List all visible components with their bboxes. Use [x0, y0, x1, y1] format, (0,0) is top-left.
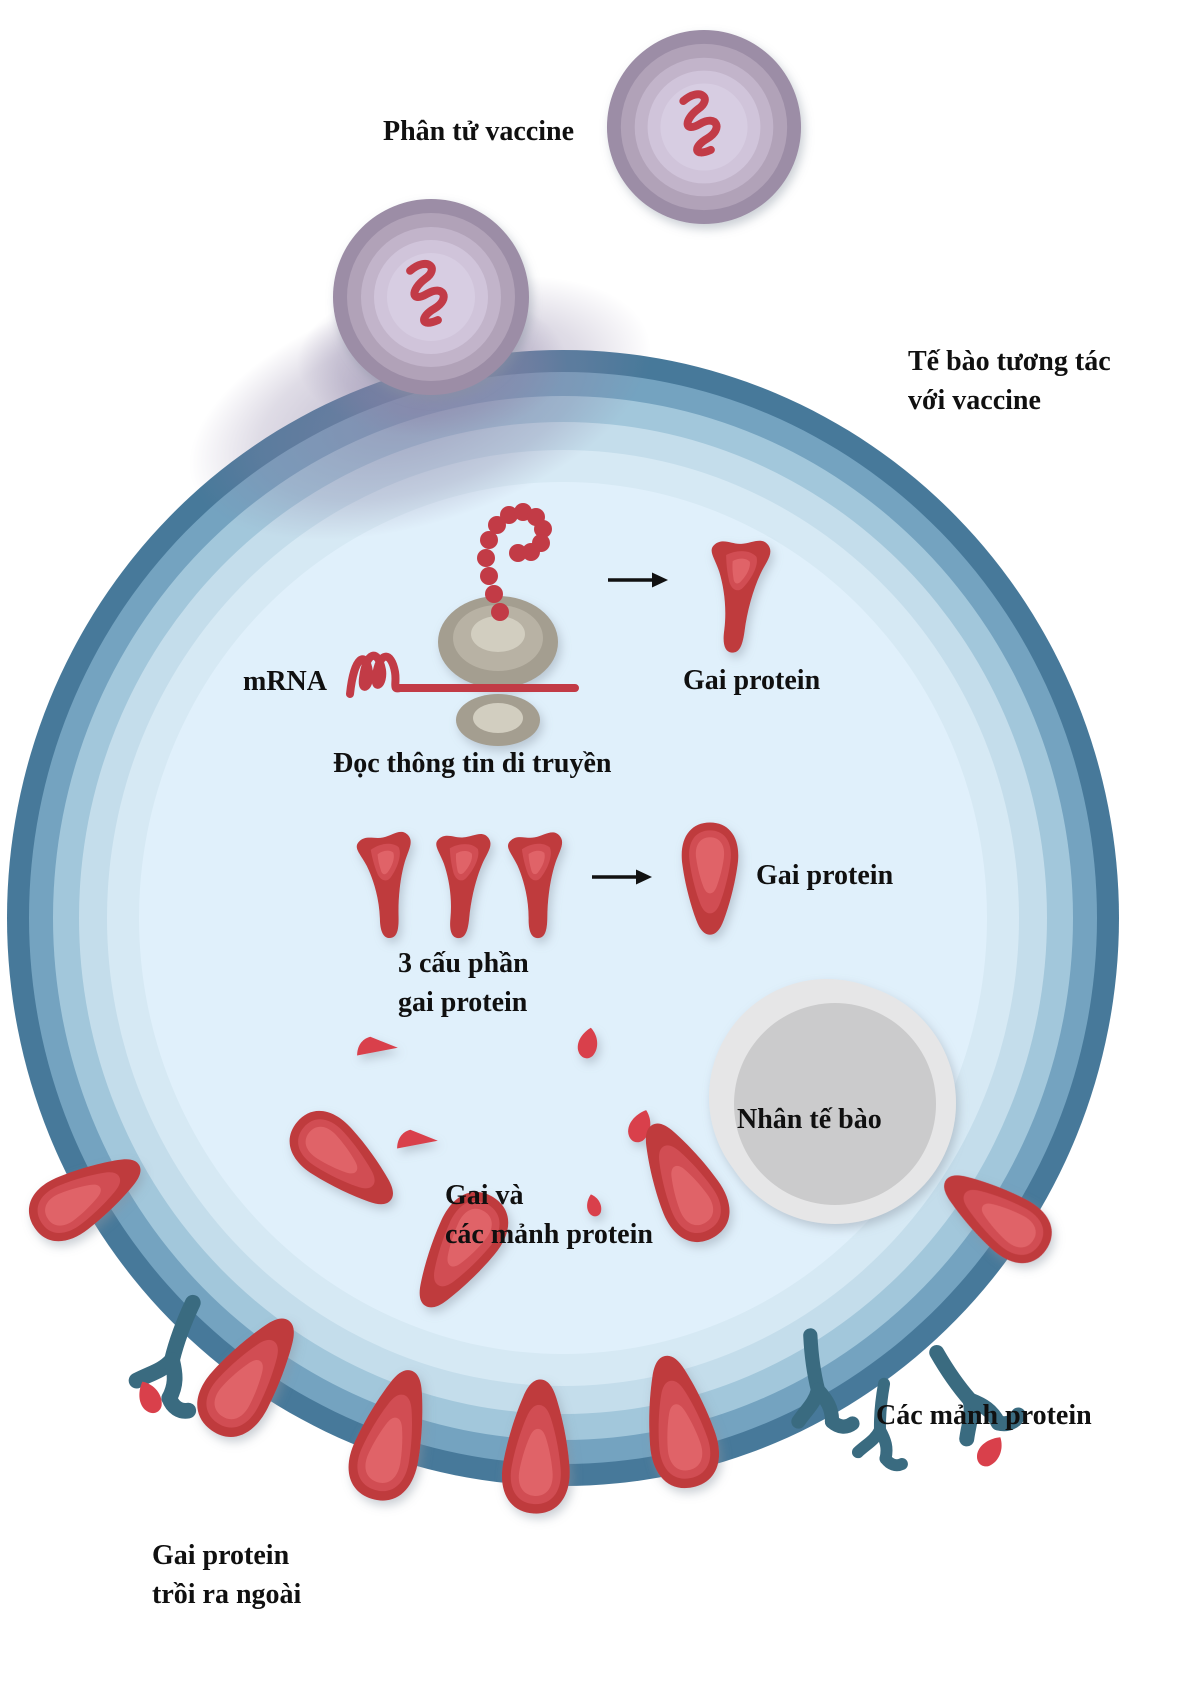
label-protein-fragments: Các mảnh protein [876, 1400, 1092, 1431]
label-cell-interaction-line1: Tế bào tương tác [908, 346, 1111, 377]
amino-acid-chain [477, 503, 552, 621]
cell-membrane [7, 350, 1119, 1486]
spike-components [355, 831, 566, 940]
label-protruding-line2: trồi ra ngoài [152, 1579, 302, 1611]
mrna-strand [346, 652, 579, 698]
label-spike-protein-top: Gai protein [683, 665, 821, 696]
nucleus [709, 979, 956, 1224]
label-cell-interaction: Tế bào tương tác với vaccine [908, 342, 1111, 420]
arrow-translation-icon [608, 572, 668, 588]
label-three-components-line1: 3 cấu phần [398, 948, 529, 979]
label-protruding: Gai protein trồi ra ngoài [152, 1536, 301, 1614]
label-read-genetic-info: Đọc thông tin di truyền [333, 748, 612, 779]
label-three-components-line2: gai protein [398, 987, 528, 1019]
label-protruding-line1: Gai protein [152, 1540, 290, 1571]
label-three-components: 3 cấu phần gai protein [398, 944, 529, 1022]
label-spike-protein-mid: Gai protein [756, 860, 894, 891]
vaccine-particle-merging [333, 199, 529, 395]
vaccine-particle-top [607, 30, 801, 224]
label-fragments-line2: các mảnh protein [445, 1219, 653, 1251]
arrow-assembly-icon [592, 869, 652, 885]
label-mrna: mRNA [243, 666, 327, 697]
label-cell-interaction-line2: với vaccine [908, 385, 1041, 417]
label-fragments: Gai và các mảnh protein [445, 1176, 653, 1254]
label-nucleus: Nhân tế bào [737, 1104, 882, 1135]
ribosome [438, 596, 558, 746]
label-fragments-line1: Gai và [445, 1180, 524, 1211]
label-vaccine-molecule: Phân tử vaccine [383, 116, 575, 147]
